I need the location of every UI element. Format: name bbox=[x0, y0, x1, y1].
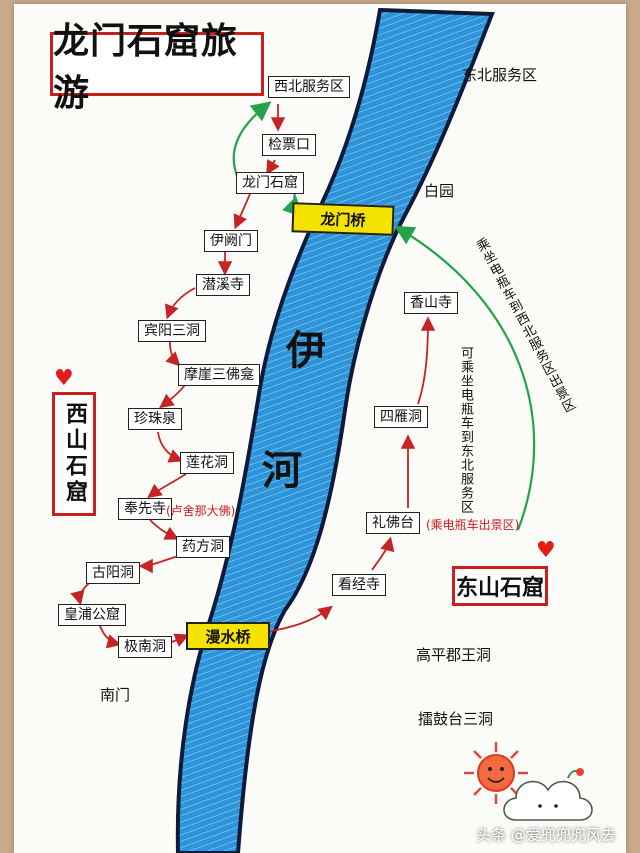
east-hill-grottoes-label: 东山石窟 bbox=[452, 566, 548, 606]
route-west-6 bbox=[165, 341, 181, 367]
spot-moya-buddha-niche[interactable]: 摩崖三佛龛 bbox=[178, 364, 260, 386]
route-west-10 bbox=[149, 519, 180, 540]
spot-kanjing-temple[interactable]: 看经寺 bbox=[332, 574, 386, 596]
route-west-13 bbox=[99, 625, 122, 649]
longmen-bridge[interactable]: 龙门桥 bbox=[291, 202, 395, 236]
watermark: 头条 @爱兜兜兜风去 bbox=[476, 826, 616, 844]
spot-guyang-cave[interactable]: 古阳洞 bbox=[86, 562, 140, 584]
river-label-he: 河 bbox=[262, 448, 302, 494]
manshui-bridge[interactable]: 漫水桥 bbox=[186, 622, 270, 650]
spot-pearl-spring[interactable]: 珍珠泉 bbox=[128, 408, 182, 430]
spot-leigu-three-caves[interactable]: 擂鼓台三洞 bbox=[418, 710, 494, 728]
route-east-4 bbox=[417, 316, 436, 405]
spot-fengxian-temple[interactable]: 奉先寺 bbox=[118, 498, 172, 520]
spot-gaoping-prince-cave[interactable]: 高平郡王洞 bbox=[416, 646, 492, 664]
route-west-14 bbox=[171, 633, 190, 647]
cloud-doodle bbox=[503, 768, 593, 821]
spot-xiangshan-temple[interactable]: 香山寺 bbox=[404, 292, 458, 314]
route-green-return bbox=[394, 225, 536, 531]
river-label-yi: 伊 bbox=[286, 328, 326, 374]
spot-ticket-gate[interactable]: 检票口 bbox=[262, 134, 316, 156]
route-west-8 bbox=[157, 431, 184, 463]
route-green-west-loop bbox=[232, 101, 272, 179]
map-title: 龙门石窟旅游 bbox=[50, 21, 264, 114]
spot-jinan-cave[interactable]: 极南洞 bbox=[118, 636, 172, 658]
heart-icon: ♥ bbox=[536, 538, 556, 563]
spot-binyang-caves[interactable]: 宾阳三洞 bbox=[138, 320, 206, 342]
spot-longmen-grottoes[interactable]: 龙门石窟 bbox=[236, 172, 304, 194]
route-west-9 bbox=[147, 473, 187, 499]
spot-lifo-platform[interactable]: 礼佛台 bbox=[366, 512, 420, 534]
route-east-1 bbox=[265, 605, 333, 633]
route-west-5 bbox=[164, 287, 196, 320]
spot-south-gate[interactable]: 南门 bbox=[100, 686, 131, 704]
note-electric-cart-exit: (乘电瓶车出景区) bbox=[426, 518, 520, 532]
spot-lotus-cave[interactable]: 莲花洞 bbox=[180, 452, 234, 474]
route-west-7 bbox=[159, 383, 187, 409]
spot-northwest-service[interactable]: 西北服务区 bbox=[268, 76, 350, 98]
note-lushena-buddha: (卢舍那大佛) bbox=[166, 504, 236, 518]
spot-siyan-cave[interactable]: 四雁洞 bbox=[374, 406, 428, 428]
spot-northeast-service[interactable]: 东北服务区 bbox=[462, 66, 538, 84]
spot-qianxi-temple[interactable]: 潜溪寺 bbox=[196, 274, 250, 296]
spot-huangfu-cave[interactable]: 皇浦公窟 bbox=[58, 604, 126, 626]
route-note-northeast-exit: 可乘坐电瓶车到东北服务区 bbox=[458, 346, 473, 514]
spot-prescription-cave[interactable]: 药方洞 bbox=[176, 536, 230, 558]
spot-bai-garden[interactable]: 白园 bbox=[424, 182, 455, 200]
spot-yique-gate[interactable]: 伊阙门 bbox=[204, 230, 258, 252]
west-hill-grottoes-label: 西山石窟 bbox=[52, 392, 96, 516]
heart-icon: ♥ bbox=[54, 366, 74, 391]
sun-doodle bbox=[464, 742, 528, 804]
route-east-2 bbox=[371, 536, 395, 571]
route-west-2 bbox=[266, 159, 280, 176]
route-west-3 bbox=[233, 193, 251, 230]
route-west-11 bbox=[138, 555, 179, 574]
